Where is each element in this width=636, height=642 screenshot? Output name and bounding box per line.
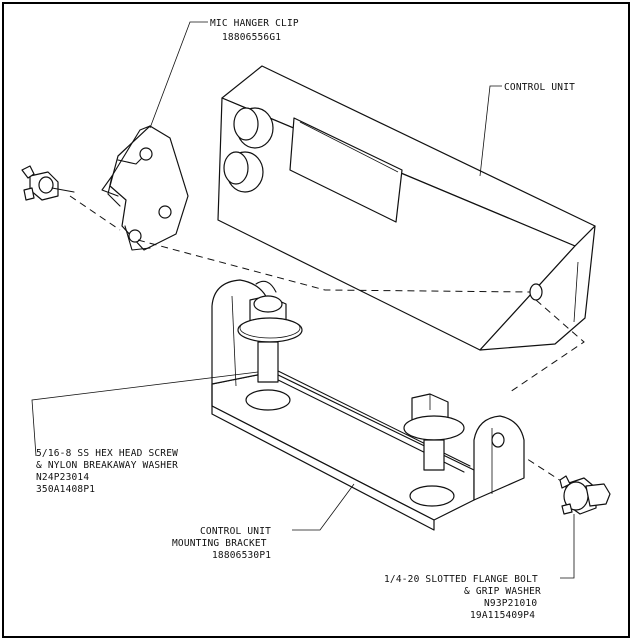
svg-text:CONTROL UNIT: CONTROL UNIT	[504, 82, 575, 93]
mic-hanger-clip	[102, 126, 188, 250]
leader-bolt	[560, 514, 574, 578]
leader-mic-clip	[150, 22, 208, 128]
svg-text:N24P23014: N24P23014	[36, 472, 89, 483]
svg-text:& NYLON BREAKAWAY WASHER: & NYLON BREAKAWAY WASHER	[36, 460, 178, 471]
svg-text:CONTROL UNIT: CONTROL UNIT	[200, 526, 271, 537]
svg-text:MIC HANGER CLIP: MIC HANGER CLIP	[210, 18, 299, 29]
label-flange-bolt: 1/4-20 SLOTTED FLANGE BOLT & GRIP WASHER…	[384, 574, 541, 621]
label-mic-hanger-clip: MIC HANGER CLIP 18806556G1	[210, 18, 299, 43]
flange-bolt-right	[560, 476, 610, 514]
svg-text:& GRIP WASHER: & GRIP WASHER	[464, 586, 541, 597]
svg-text:1/4-20 SLOTTED FLANGE BOLT: 1/4-20 SLOTTED FLANGE BOLT	[384, 574, 538, 585]
svg-text:18806556G1: 18806556G1	[222, 32, 281, 43]
hex-nut-left	[22, 166, 74, 200]
svg-text:N93P21010: N93P21010	[484, 598, 537, 609]
svg-text:5/16-8 SS HEX HEAD SCREW: 5/16-8 SS HEX HEAD SCREW	[36, 448, 178, 459]
svg-text:MOUNTING BRACKET: MOUNTING BRACKET	[172, 538, 267, 549]
leader-bracket	[292, 484, 354, 530]
label-control-unit: CONTROL UNIT	[504, 82, 575, 93]
assembly-line-nut-clip	[70, 196, 120, 230]
svg-text:350A1408P1: 350A1408P1	[36, 484, 95, 495]
label-mounting-bracket: CONTROL UNIT MOUNTING BRACKET 18806530P1	[172, 526, 271, 561]
label-screw: 5/16-8 SS HEX HEAD SCREW & NYLON BREAKAW…	[36, 448, 178, 495]
svg-text:18806530P1: 18806530P1	[212, 550, 271, 561]
svg-text:19A115409P4: 19A115409P4	[470, 610, 535, 621]
leader-control-unit	[480, 86, 502, 176]
